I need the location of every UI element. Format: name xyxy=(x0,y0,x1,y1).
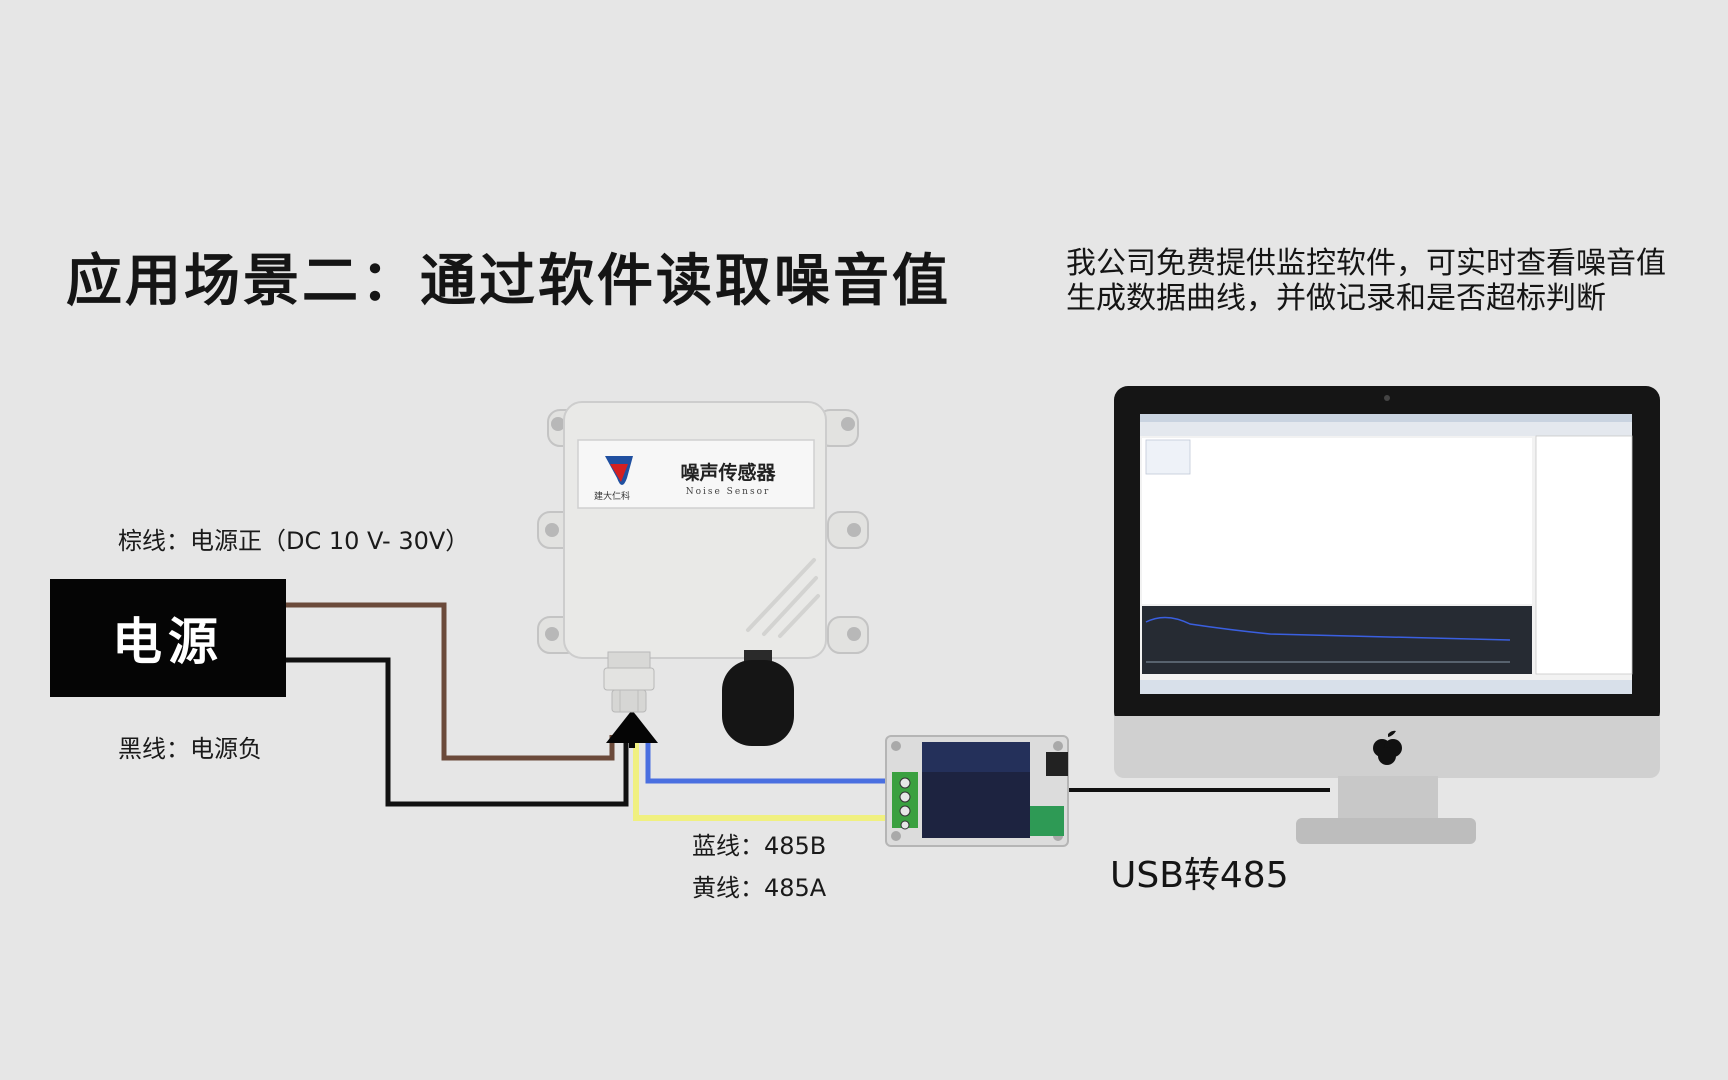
screw xyxy=(847,523,861,537)
power-supply-box: 电源 xyxy=(50,579,286,697)
imac-computer xyxy=(1114,386,1660,844)
usb-converter-caption: USB转485 xyxy=(1110,855,1289,896)
monitor-chin-cover xyxy=(1114,716,1660,728)
screw xyxy=(545,627,559,641)
blue-wire xyxy=(645,735,894,784)
wire-junction-arrow xyxy=(606,710,658,743)
description-line-2: 生成数据曲线，并做记录和是否超标判断 xyxy=(1066,281,1606,316)
brown-wire xyxy=(286,602,615,761)
sensor-brand: 建大仁科 xyxy=(594,490,630,502)
apple-logo-icon xyxy=(1373,730,1402,765)
monitor-stand-base xyxy=(1296,818,1476,844)
app-reading-box xyxy=(1145,439,1191,475)
cable-gland xyxy=(603,651,655,713)
noise-sensor: 建大仁科 噪声传感器 Noise Sensor xyxy=(537,401,869,746)
screw xyxy=(841,417,855,431)
screw xyxy=(1053,741,1063,751)
page-title: 应用场景二：通过软件读取噪音值 xyxy=(66,249,951,314)
microphone-foam-icon xyxy=(722,660,794,746)
brown-wire-label: 棕线：电源正（DC 10 V- 30V） xyxy=(118,527,470,555)
black-wire xyxy=(286,657,629,807)
app-titlebar xyxy=(1140,414,1632,422)
monitor-stand-neck xyxy=(1338,776,1438,822)
screw xyxy=(891,831,901,841)
screw xyxy=(847,627,861,641)
screw xyxy=(891,741,901,751)
terminal-screw xyxy=(899,791,911,803)
usb-port xyxy=(1046,752,1068,776)
yellow-wire xyxy=(633,735,894,821)
converter-label-stripe xyxy=(922,742,1030,772)
sensor-name: 噪声传感器 xyxy=(680,461,776,484)
terminal-screw xyxy=(899,777,911,789)
wires xyxy=(286,602,1330,821)
app-toolbar xyxy=(1140,422,1632,436)
yellow-wire-label: 黄线：485A xyxy=(692,874,827,902)
black-wire-label: 黑线：电源负 xyxy=(118,735,262,763)
terminal-screw xyxy=(900,820,910,830)
blue-wire-label: 蓝线：485B xyxy=(692,832,827,860)
power-supply-label: 电源 xyxy=(112,613,224,671)
app-taskbar xyxy=(1140,680,1632,694)
vent-grooves xyxy=(746,558,820,638)
app-sidebar xyxy=(1535,435,1633,675)
screw xyxy=(551,417,565,431)
terminal-screw xyxy=(899,805,911,817)
camera xyxy=(1384,395,1390,401)
screw xyxy=(545,523,559,537)
brand-logo-icon xyxy=(605,456,633,485)
app-chart-area xyxy=(1142,606,1532,674)
app-canvas xyxy=(1142,438,1532,604)
description-line-1: 我公司免费提供监控软件，可实时查看噪音值 xyxy=(1066,246,1666,281)
sensor-name-en: Noise Sensor xyxy=(686,487,771,497)
pcb-board xyxy=(1030,806,1064,836)
app-chart-line xyxy=(1145,616,1511,641)
usb-485-converter xyxy=(885,735,1069,847)
